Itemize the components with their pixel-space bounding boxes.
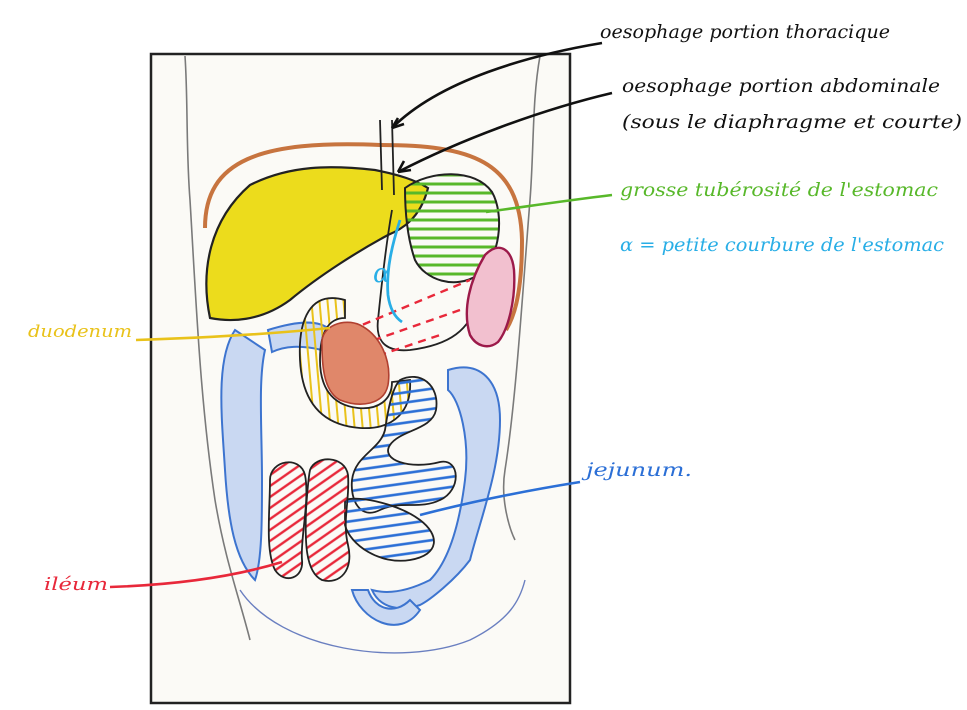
- label-duodenum: duodenum: [28, 322, 132, 342]
- label-oesophage-abdominale-note: (sous le diaphragme et courte): [622, 111, 962, 133]
- leader-oesophage-abdominale: [397, 91, 613, 174]
- leader-oesophage-thoracique: [391, 41, 603, 129]
- label-petite-courbure: α = petite courbure de l'estomac: [620, 234, 944, 256]
- leader-jejunum: [419, 480, 581, 517]
- abdomen-lower-outline: [239, 579, 526, 654]
- jejunum: [344, 375, 457, 562]
- label-grosse-tuberosite: grosse tubérosité de l'estomac: [620, 179, 938, 201]
- label-oesophage-thoracique: oesophage portion thoracique: [600, 21, 890, 43]
- oesophagus: [379, 119, 395, 196]
- petite-courbure-line: [386, 219, 403, 324]
- leader-duodenum: [135, 326, 331, 342]
- label-oesophage-abdominale: oesophage portion abdominale: [622, 75, 940, 97]
- leader-grosse-tuberosite: [485, 193, 613, 214]
- pancreas: [321, 321, 390, 405]
- leader-oesophage-thoracique-arrow: [390, 117, 405, 130]
- label-jejunum: jejunum.: [581, 459, 692, 481]
- ileum: [267, 458, 351, 582]
- leader-ileum: [109, 560, 283, 589]
- diaphragm: [203, 142, 525, 332]
- stomach-outline: [376, 209, 479, 352]
- label-ileum: iléum: [44, 574, 108, 595]
- spleen: [465, 246, 516, 348]
- leader-oesophage-abdominale-arrow: [396, 160, 412, 174]
- alpha-symbol: α: [373, 259, 391, 289]
